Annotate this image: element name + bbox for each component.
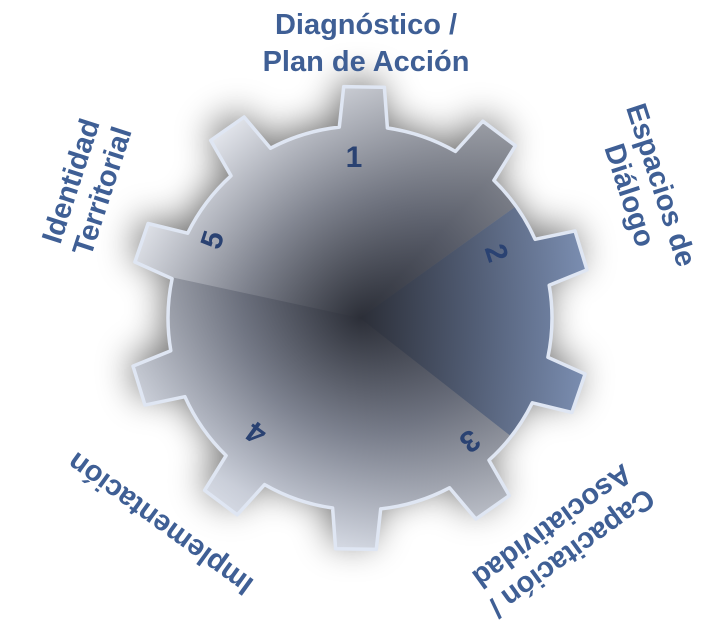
gear-outline	[131, 84, 589, 552]
stage-label-5: Identidad Territorial	[36, 115, 138, 260]
stage-number-1: 1	[346, 141, 363, 174]
stage-label-2: Espacios de Diálogo	[598, 100, 702, 271]
stage-label-1-line-1: Diagnóstico /	[275, 9, 457, 41]
stage-label-1-line-2: Plan de Acción	[263, 46, 470, 78]
stage-label-1: Diagnóstico / Plan de Acción	[263, 9, 470, 78]
